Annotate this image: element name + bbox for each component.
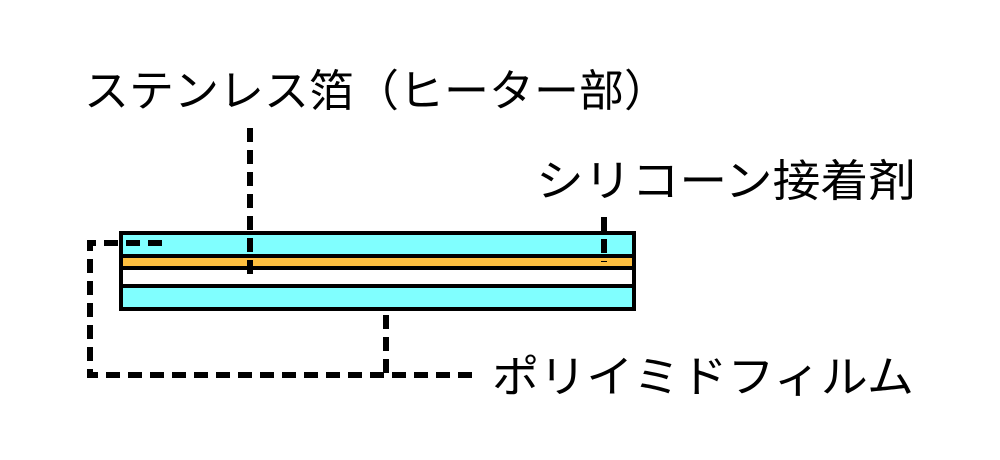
stack-outline bbox=[119, 231, 636, 311]
polyimide-film-label: ポリイミドフィルム bbox=[492, 352, 914, 403]
silicone-adhesive-layer bbox=[121, 268, 634, 286]
silicone-adhesive-label: シリコーン接着剤 bbox=[536, 156, 916, 207]
leader-lines bbox=[87, 128, 607, 378]
polyimide-top-layer bbox=[121, 233, 634, 256]
stainless-foil-label: ステンレス箔（ヒーター部） bbox=[84, 66, 669, 117]
polyimide-film-leader-left bbox=[87, 240, 480, 378]
laminate-stack bbox=[119, 231, 636, 311]
polyimide-bottom-layer bbox=[121, 286, 634, 309]
